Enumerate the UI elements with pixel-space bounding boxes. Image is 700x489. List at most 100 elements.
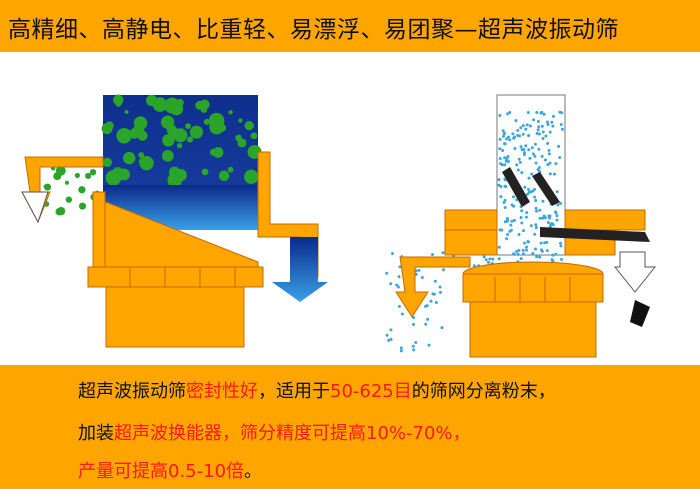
blue-particle: [555, 214, 559, 218]
green-particle: [227, 166, 234, 173]
blue-particle: [517, 248, 521, 252]
blue-particle: [533, 154, 537, 158]
green-particle: [102, 157, 112, 167]
blue-particle: [548, 161, 552, 165]
blue-particle: [486, 260, 490, 264]
blue-particle: [414, 340, 418, 344]
blue-particle: [397, 275, 401, 279]
blue-particle: [548, 172, 552, 176]
blue-particle: [512, 195, 516, 199]
blue-particle: [555, 218, 559, 222]
blue-particle: [501, 129, 505, 133]
blue-particle: [509, 223, 513, 227]
blue-particle: [472, 264, 476, 268]
blue-particle: [527, 148, 531, 152]
blue-particle: [556, 203, 560, 207]
blue-particle: [536, 128, 540, 132]
blue-particle: [524, 215, 528, 219]
blue-particle: [534, 161, 538, 165]
blue-particle: [540, 110, 544, 114]
blue-particle: [519, 145, 523, 149]
green-particle: [228, 110, 233, 115]
blue-particle: [534, 206, 538, 210]
blue-particle: [412, 316, 416, 320]
blue-particle: [513, 135, 517, 139]
green-particle: [138, 152, 145, 159]
green-particle: [89, 169, 97, 176]
blue-particle: [412, 348, 416, 352]
blue-particle: [505, 237, 509, 241]
blue-particle: [484, 258, 488, 262]
blue-particle: [513, 147, 517, 151]
green-particle: [79, 202, 87, 210]
blue-particle: [508, 138, 512, 142]
blue-particle: [515, 163, 519, 167]
green-particle: [244, 120, 254, 131]
blue-particle: [516, 168, 520, 172]
green-particle: [146, 94, 158, 107]
blue-particle: [516, 252, 520, 256]
blue-particle: [510, 219, 514, 223]
green-particle: [250, 132, 258, 140]
blue-particle: [520, 171, 524, 175]
feature-line-3: 产量可提高0.5-10倍。: [78, 457, 262, 483]
blue-particle: [518, 160, 522, 164]
green-particle: [166, 124, 178, 136]
blue-particle: [536, 119, 540, 123]
blue-particle: [510, 203, 514, 207]
blue-particle: [546, 163, 550, 167]
blue-particle: [545, 120, 549, 124]
blue-particle: [541, 199, 545, 203]
green-particle: [161, 149, 174, 162]
blue-particle: [514, 119, 518, 123]
blue-particle: [547, 148, 551, 152]
blue-particle: [497, 178, 501, 182]
text: 。: [244, 461, 263, 482]
blue-particle: [530, 146, 534, 150]
blue-particle: [554, 162, 558, 166]
blue-particle: [507, 135, 511, 139]
conventional-sieve: [21, 94, 328, 348]
blue-particle: [519, 126, 523, 130]
blue-particle: [499, 162, 503, 166]
blue-particle: [522, 241, 526, 245]
blue-particle: [499, 185, 503, 189]
blue-particle: [533, 142, 537, 146]
blue-particle: [499, 195, 503, 199]
text: 超声波振动筛: [78, 381, 186, 402]
blue-particle: [528, 124, 532, 128]
blue-particle: [521, 252, 525, 256]
green-particle: [117, 134, 127, 144]
blue-particle: [517, 157, 521, 161]
blue-particle: [543, 216, 547, 220]
blue-particle: [512, 252, 516, 256]
green-particle: [78, 186, 86, 194]
green-particle: [124, 109, 129, 114]
blue-particle: [523, 185, 527, 189]
text: 的筛网分离粉末，: [411, 381, 556, 402]
blue-particle: [389, 282, 393, 286]
blue-particle: [503, 184, 507, 188]
blue-particle: [534, 226, 538, 230]
blue-particle: [516, 129, 520, 133]
blue-particle: [546, 220, 550, 224]
blue-particle: [387, 338, 391, 342]
sieve-comparison-diagram: [21, 94, 657, 358]
blue-particle: [529, 224, 533, 228]
blue-particle: [498, 137, 502, 141]
green-particle: [176, 142, 183, 149]
blue-particle: [521, 248, 525, 252]
blue-particle: [524, 248, 528, 252]
green-particle: [55, 208, 63, 216]
feature-line-1: 超声波振动筛密封性好，适用于50-625目的筛网分离粉末，: [78, 377, 556, 403]
blue-particle: [535, 111, 539, 115]
blue-particle: [558, 156, 562, 160]
text: 加装: [78, 423, 114, 444]
highlight: 超声波换能器，筛分精度可提高10%-70%，: [114, 423, 471, 444]
blue-particle: [537, 147, 541, 151]
blue-particle: [433, 279, 437, 283]
blue-particle: [500, 228, 504, 232]
blue-particle: [555, 190, 559, 194]
blue-particle: [506, 232, 510, 236]
blue-particle: [502, 134, 506, 138]
